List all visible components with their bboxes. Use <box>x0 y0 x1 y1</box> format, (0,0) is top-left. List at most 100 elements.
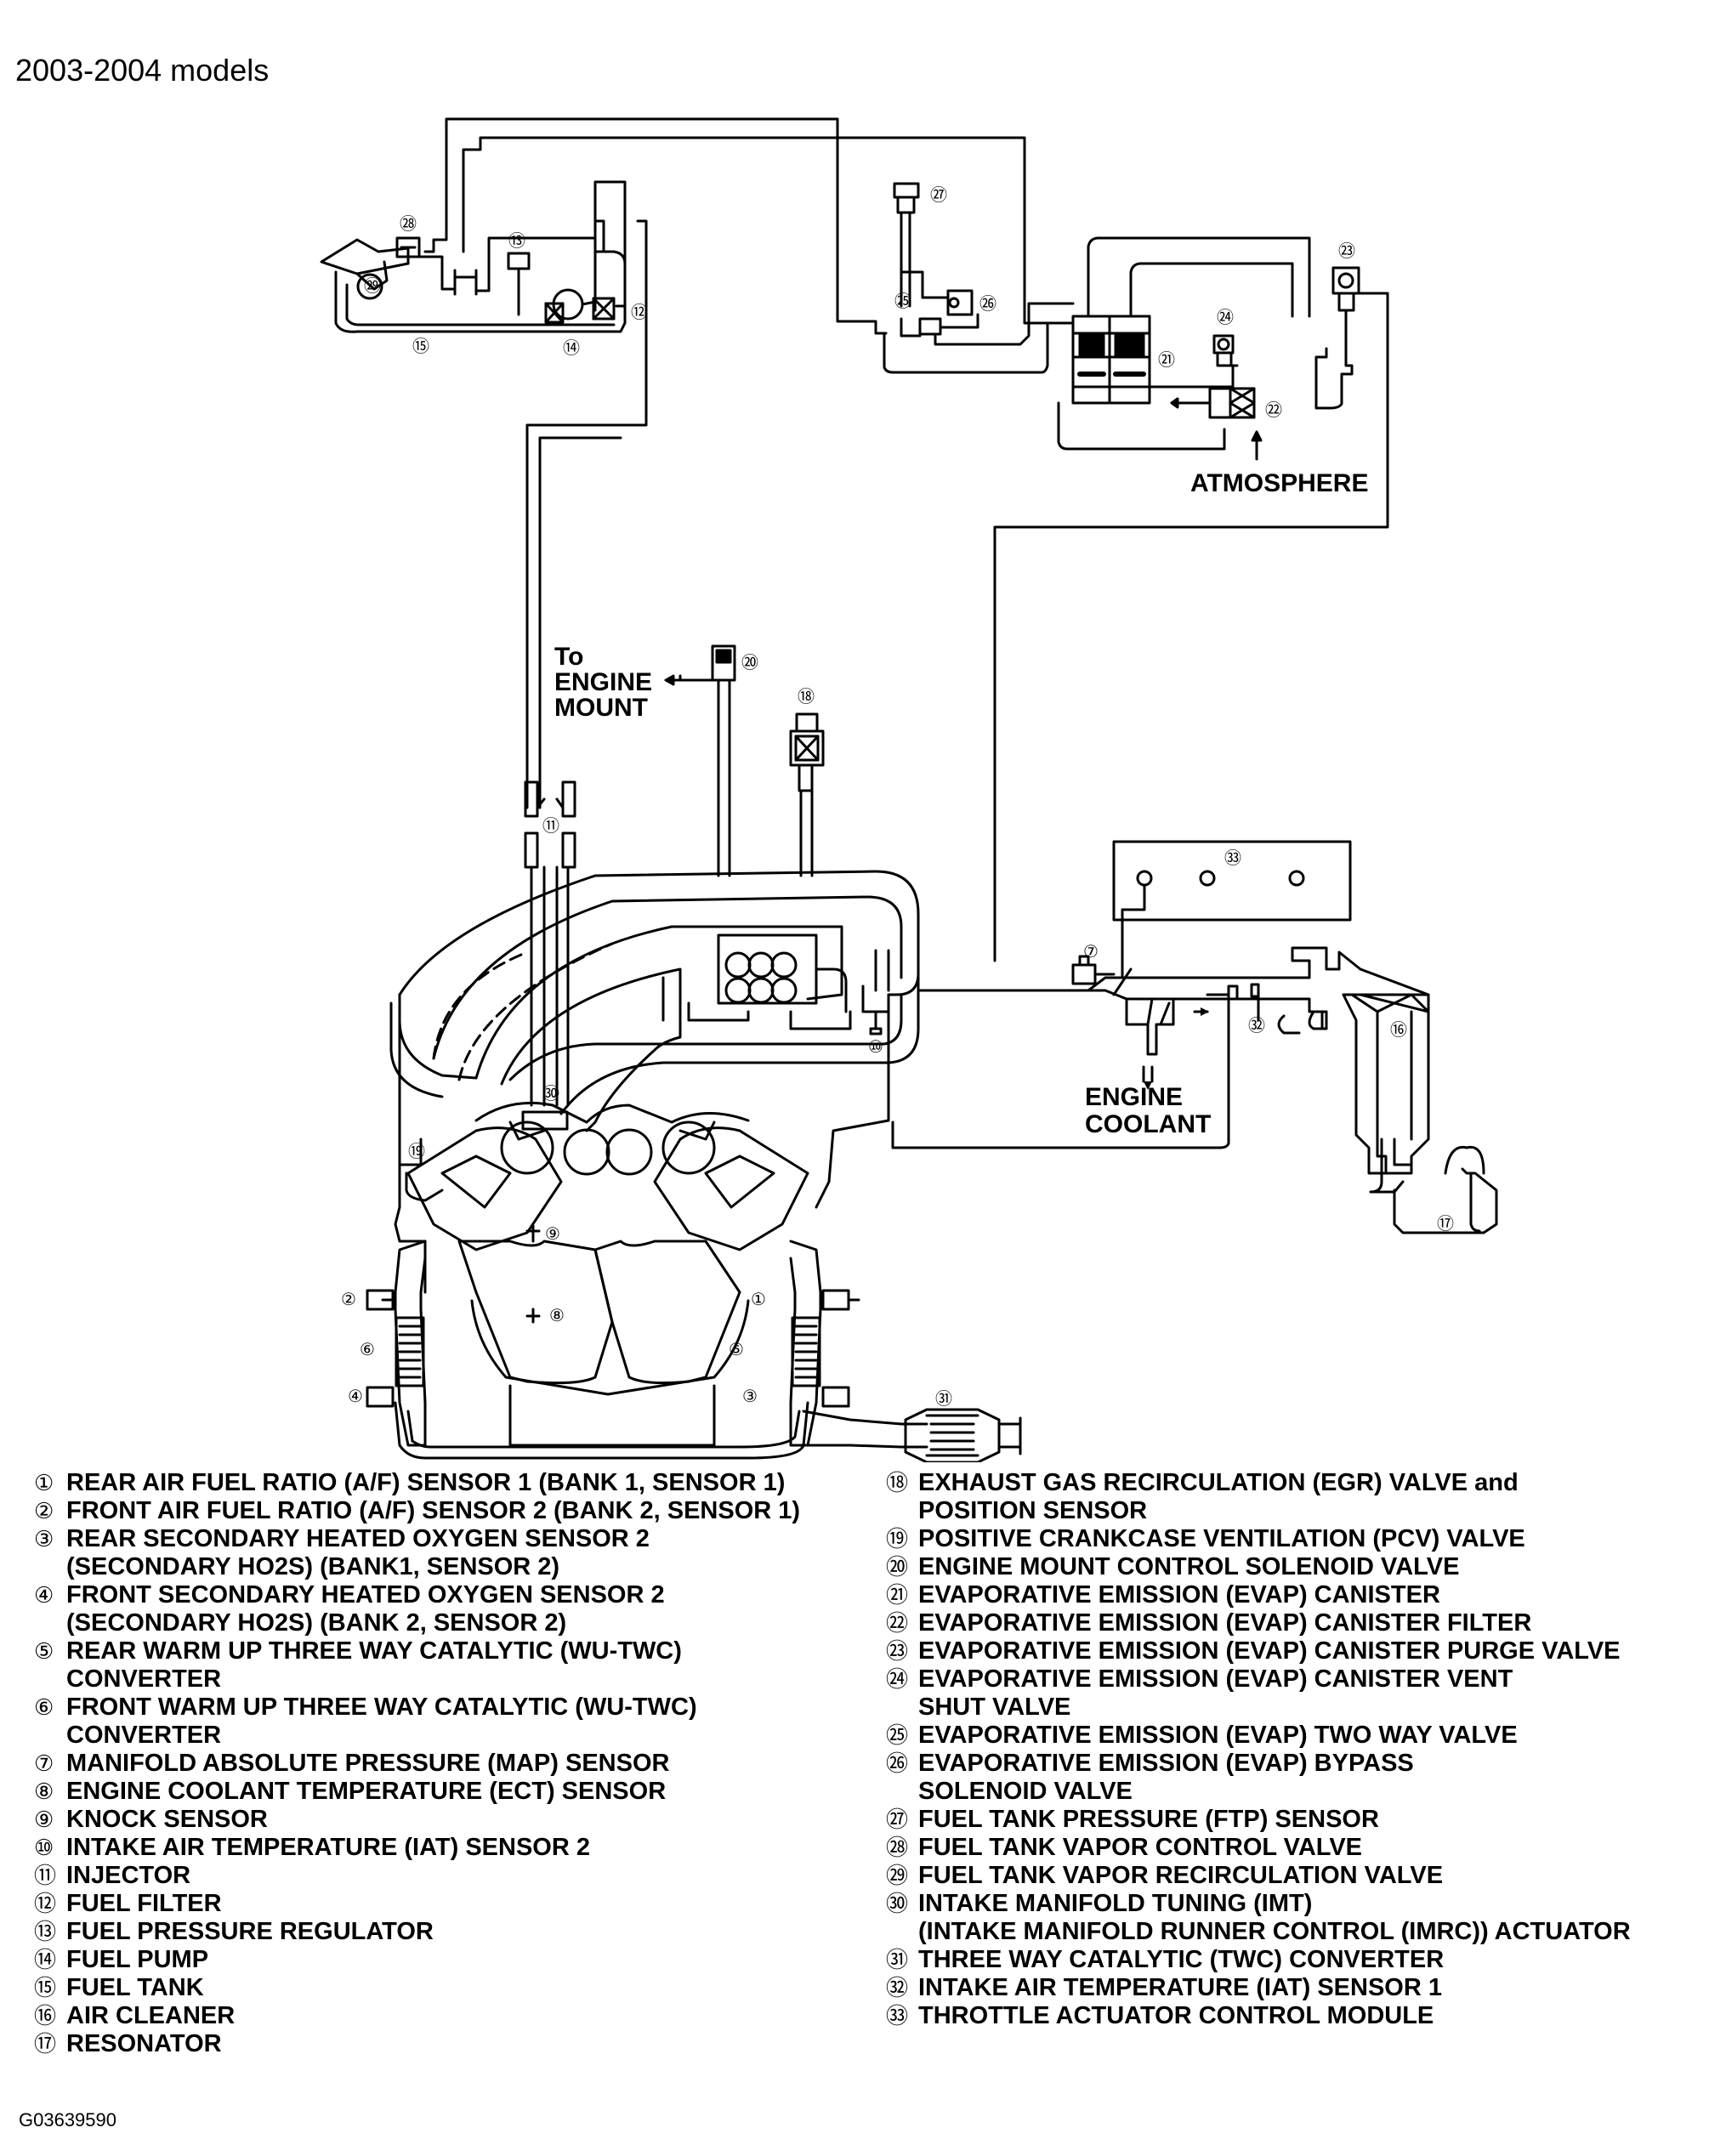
legend-item-text: MANIFOLD ABSOLUTE PRESSURE (MAP) SENSOR <box>66 1750 670 1777</box>
callout-9: ⑨ <box>545 1225 560 1244</box>
legend-item-number: ㉕ <box>886 1722 909 1748</box>
legend-item-text: REAR AIR FUEL RATIO (A/F) SENSOR 1 (BANK… <box>66 1469 786 1496</box>
legend-item-text: EVAPORATIVE EMISSION (EVAP) TWO WAY VALV… <box>918 1722 1518 1749</box>
engine-coolant-line2: COOLANT <box>1085 1110 1211 1138</box>
legend-item: ⑫ FUEL FILTER <box>34 1890 876 1918</box>
legend-item-number: ⑮ <box>34 1975 57 2000</box>
legend-item-text: EVAPORATIVE EMISSION (EVAP) CANISTER VEN… <box>918 1665 1513 1721</box>
coolant-line <box>891 993 1230 1149</box>
callout-7: ⑦ <box>1083 943 1099 962</box>
vacuum-hose-diagram: ATMOSPHERE To ENGINE MOUNT <box>320 117 1498 1462</box>
evap-canister-filter <box>1170 387 1263 461</box>
iat-sensor-1 <box>1277 1014 1301 1035</box>
legend-item: ⑪ INJECTOR <box>34 1862 876 1890</box>
legend-item: ⑧ ENGINE COOLANT TEMPERATURE (ECT) SENSOR <box>34 1778 876 1806</box>
legend-item: ② FRONT AIR FUEL RATIO (A/F) SENSOR 2 (BA… <box>34 1497 876 1525</box>
legend-item-number: ⑬ <box>34 1919 57 1944</box>
legend-item-text: FUEL TANK <box>66 1974 204 2001</box>
ftp-sensor <box>893 182 920 308</box>
legend-item-number: ① <box>34 1470 54 1495</box>
callout-21: ㉑ <box>1158 350 1175 370</box>
legend-item-number: ⑪ <box>34 1863 57 1888</box>
callout-13: ⑬ <box>508 231 525 251</box>
legend-item-number: ㉝ <box>886 2003 909 2028</box>
callout-27: ㉗ <box>930 185 947 205</box>
legend-item-text: FRONT AIR FUEL RATIO (A/F) SENSOR 2 (BAN… <box>66 1497 801 1524</box>
callout-19: ⑲ <box>408 1142 425 1161</box>
to-engine-mount-line2: ENGINE <box>554 668 652 696</box>
evap-vent-shut-valve <box>1212 334 1235 367</box>
legend-item: ⑲ POSITIVE CRANKCASE VENTILATION (PCV) VA… <box>886 1525 1723 1553</box>
legend-left: ① REAR AIR FUEL RATIO (A/F) SENSOR 1 (BAN… <box>34 1469 876 2058</box>
callout-29: ㉙ <box>364 276 381 296</box>
fuel-pressure-regulator <box>507 252 531 316</box>
legend-item-text: FUEL PRESSURE REGULATOR <box>66 1918 434 1945</box>
legend-item-text: THROTTLE ACTUATOR CONTROL MODULE <box>918 2002 1434 2029</box>
legend-item-text: THREE WAY CATALYTIC (TWC) CONVERTER <box>918 1946 1445 1973</box>
legend-item-number: ② <box>34 1498 54 1523</box>
legend-item-number: ⑧ <box>34 1779 54 1804</box>
legend-item: ⑮ FUEL TANK <box>34 1974 876 2002</box>
evap-vapor-line <box>423 117 1075 335</box>
legend-item: ㉜ INTAKE AIR TEMPERATURE (IAT) SENSOR 1 <box>886 1974 1723 2002</box>
legend-item-text: FRONT SECONDARY HEATED OXYGEN SENSOR 2 (… <box>66 1581 665 1637</box>
legend-item-text: FUEL FILTER <box>66 1890 222 1917</box>
front-secondary-ho2s <box>366 1386 395 1408</box>
callout-20: ⑳ <box>741 653 758 672</box>
atmosphere-label: ATMOSPHERE <box>1190 469 1368 497</box>
twc-converter <box>904 1408 1001 1462</box>
legend-item-text: AIR CLEANER <box>66 2002 236 2029</box>
legend-item-number: ⑳ <box>886 1554 909 1580</box>
legend-item-number: ⑲ <box>886 1526 909 1552</box>
legend-item-text: INJECTOR <box>66 1862 191 1889</box>
legend-item: ㉝ THROTTLE ACTUATOR CONTROL MODULE <box>886 2002 1723 2030</box>
callout-32: ㉜ <box>1248 1016 1265 1035</box>
legend-item-number: ㉜ <box>886 1975 909 2000</box>
legend-item: ㉕ EVAPORATIVE EMISSION (EVAP) TWO WAY VAL… <box>886 1722 1723 1750</box>
callout-26: ㉖ <box>979 294 996 314</box>
legend-item-text: RESONATOR <box>66 2030 222 2057</box>
front-wu-twc-converter <box>395 1316 425 1387</box>
legend-item-number: ⑱ <box>886 1470 909 1495</box>
legend-item-text: FRONT WARM UP THREE WAY CATALYTIC (WU-TW… <box>66 1694 697 1749</box>
callout-33: ㉝ <box>1224 848 1241 868</box>
evap-lines <box>883 270 1075 374</box>
intake-manifold <box>389 870 1362 1132</box>
callout-25: ㉕ <box>894 292 911 311</box>
figure-code: G03639590 <box>19 2109 116 2130</box>
legend-item-text: REAR SECONDARY HEATED OXYGEN SENSOR 2 (S… <box>66 1525 650 1580</box>
page-title: 2003-2004 models <box>15 53 270 88</box>
callout-30: ㉚ <box>542 1084 559 1104</box>
legend-item-text: POSITIVE CRANKCASE VENTILATION (PCV) VAL… <box>918 1525 1525 1552</box>
legend-item-text: INTAKE MANIFOLD TUNING (IMT) (INTAKE MAN… <box>918 1890 1631 1945</box>
legend-item-number: ⑭ <box>34 1947 57 1972</box>
legend-item-number: ㉗ <box>886 1807 909 1832</box>
callout-24: ㉔ <box>1217 308 1234 327</box>
legend-item-text: EVAPORATIVE EMISSION (EVAP) BYPASS SOLEN… <box>918 1750 1414 1805</box>
legend-item-number: ㉓ <box>886 1638 909 1664</box>
legend-item-text: ENGINE COOLANT TEMPERATURE (ECT) SENSOR <box>66 1778 667 1805</box>
ect-sensor <box>525 1308 541 1324</box>
knock-sensor <box>525 1224 541 1243</box>
legend-item-number: ㉙ <box>886 1863 909 1888</box>
fuel-supply-line <box>525 180 648 809</box>
imt-actuator <box>521 1110 569 1131</box>
legend-item-text: EVAPORATIVE EMISSION (EVAP) CANISTER PUR… <box>918 1637 1621 1665</box>
legend-item-number: ㉛ <box>886 1947 909 1972</box>
rear-wu-twc-converter <box>791 1316 821 1387</box>
rear-af-sensor <box>821 1289 850 1311</box>
legend-item-text: INTAKE AIR TEMPERATURE (IAT) SENSOR 1 <box>918 1974 1442 2001</box>
legend-item: ① REAR AIR FUEL RATIO (A/F) SENSOR 1 (BAN… <box>34 1469 876 1497</box>
engine-mount-solenoid-valve <box>664 644 736 877</box>
legend-item-number: ⑫ <box>34 1891 57 1916</box>
